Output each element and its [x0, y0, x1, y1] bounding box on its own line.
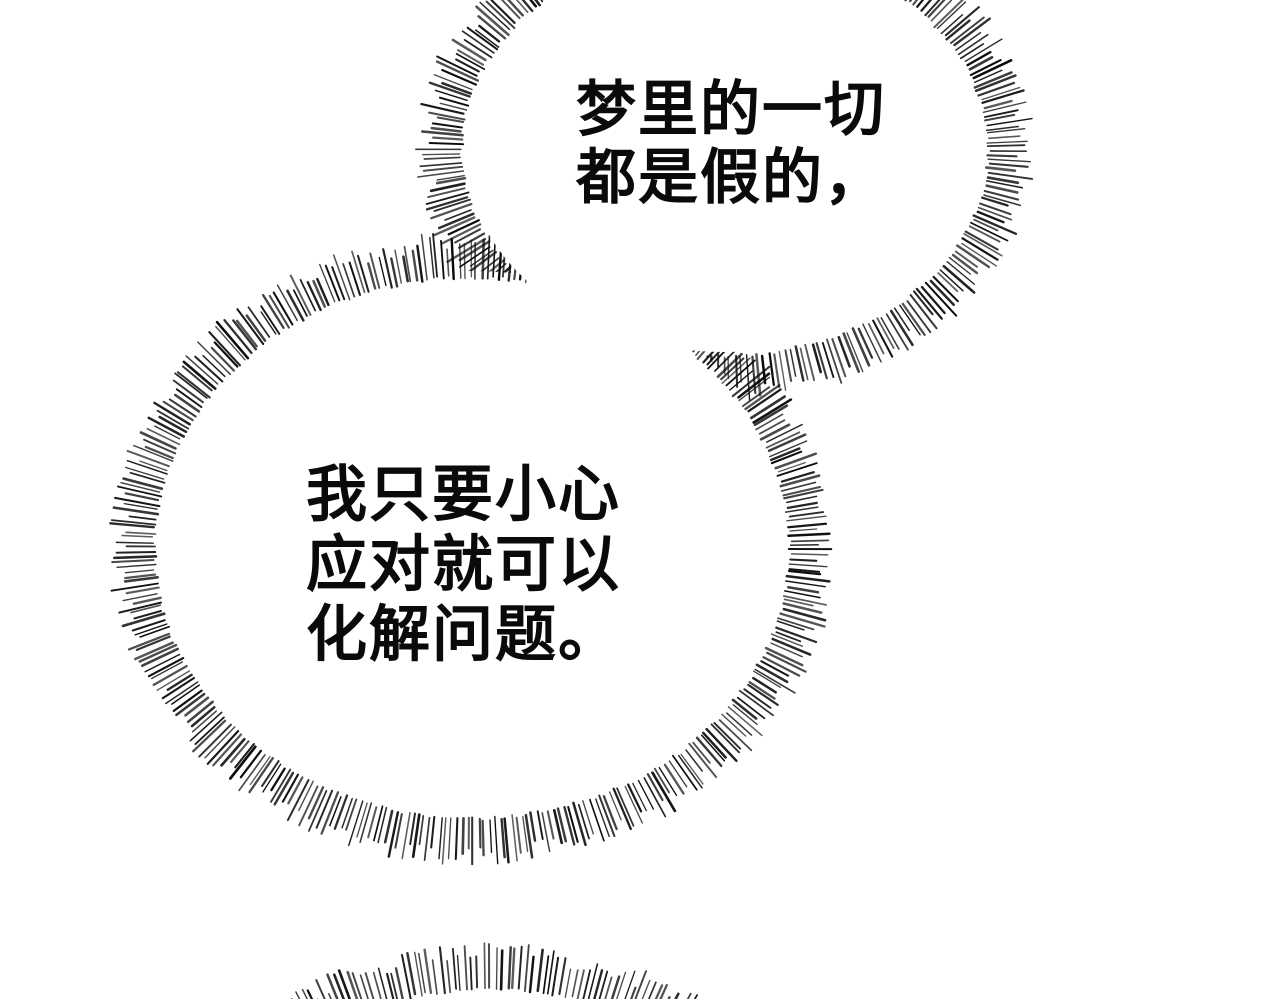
bubble-1-text: 梦里的一切 都是假的，	[576, 75, 886, 213]
bubble-2-text: 我只要小心 应对就可以 化解问题。	[306, 459, 622, 670]
thought-bubble-3-interior	[420, 993, 560, 999]
thought-bubble-2-interior	[158, 281, 786, 815]
thought-bubble-1-interior	[465, 0, 985, 352]
thought-bubble-3	[290, 942, 698, 999]
